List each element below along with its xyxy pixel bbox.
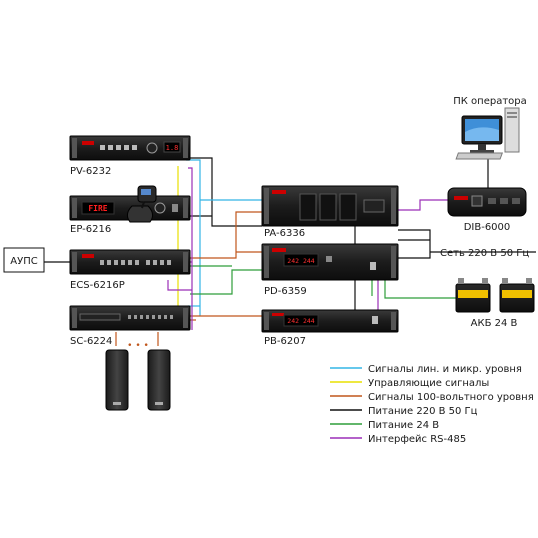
label-battery: АКБ 24 В (471, 318, 518, 329)
legend-label-2: Сигналы 100-вольтного уровня (368, 392, 534, 403)
legend-label-0: Сигналы лин. и микр. уровня (368, 364, 522, 375)
device-ecs-6216p (69, 249, 191, 275)
legend-label-1: Управляющие сигналы (368, 378, 489, 389)
pd-display: 242 244 (287, 257, 314, 265)
cable-24v (190, 265, 470, 299)
device-pa-6336 (261, 185, 399, 227)
device-pd-6359: 242 244 (261, 243, 399, 281)
label-mains: Сеть 220 В 50 Гц (440, 248, 529, 259)
computer-icon (455, 107, 520, 160)
speaker-left (105, 349, 129, 411)
label-sc-6224: SC-6224 (70, 336, 112, 347)
pv-display: 1.8 (166, 144, 179, 152)
label-ecs-6216p: ECS-6216P (70, 280, 125, 291)
cable-power-220v (186, 157, 536, 312)
legend-label-3: Питание 220 В 50 Гц (368, 406, 478, 417)
speaker-right (147, 349, 171, 411)
cable-control (177, 166, 186, 318)
ep-display: FIRE (88, 204, 107, 213)
cable-signal-line (186, 159, 262, 316)
legend-label-5: Интерфейс RS-485 (368, 434, 466, 445)
device-pb-6207: 242 244 (261, 309, 399, 333)
device-dib-6000 (447, 187, 527, 217)
label-pa-6336: PA-6336 (264, 228, 305, 239)
label-pb-6207: PB-6207 (264, 336, 306, 347)
label-ep-6216: EP-6216 (70, 224, 111, 235)
device-pv-6232: 1.8 (69, 135, 191, 161)
speaker-dots: • • • (127, 341, 149, 351)
label-dib-6000: DIB-6000 (464, 222, 511, 233)
battery-left (455, 278, 491, 313)
label-pd-6359: PD-6359 (264, 286, 307, 297)
battery-right (499, 278, 535, 313)
label-pc: ПК оператора (453, 96, 527, 107)
cable-rs485 (167, 167, 448, 330)
device-sc-6224 (69, 305, 191, 331)
microphone-icon (126, 185, 157, 223)
aups-box: АУПС (3, 247, 45, 273)
legend: Сигналы лин. и микр. уровня Управляющие … (330, 364, 534, 445)
pb-display: 242 244 (287, 317, 314, 325)
legend-label-4: Питание 24 В (368, 420, 439, 431)
label-pv-6232: PV-6232 (70, 166, 111, 177)
label-aups: АУПС (10, 256, 37, 267)
